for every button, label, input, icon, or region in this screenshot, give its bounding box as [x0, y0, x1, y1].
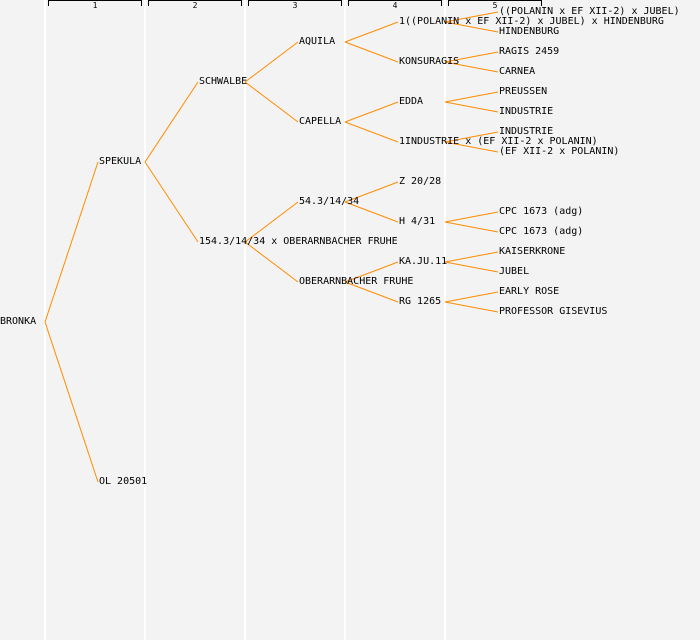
pedigree-link [144, 81, 199, 163]
pedigree-link [444, 301, 499, 313]
pedigree-link [444, 11, 499, 23]
pedigree-node[interactable]: H 4/31 [399, 216, 436, 227]
pedigree-link [344, 121, 399, 143]
generation-number: 2 [192, 1, 198, 10]
pedigree-link [344, 281, 399, 303]
pedigree-link [444, 211, 499, 223]
pedigree-link [444, 291, 499, 303]
pedigree-node[interactable]: CARNEA [499, 66, 536, 77]
column-divider [344, 0, 346, 640]
pedigree-link [344, 261, 399, 283]
pedigree-node[interactable]: OL 20501 [99, 476, 148, 487]
pedigree-node[interactable]: KA.JU.11 [399, 256, 448, 267]
pedigree-link [444, 141, 499, 153]
pedigree-node[interactable]: ((POLANIN x EF XII-2) x JUBEL) [499, 6, 680, 17]
pedigree-node[interactable]: CPC 1673 (adg) [499, 206, 584, 217]
generation-header-1: 1 [48, 0, 142, 10]
pedigree-link [444, 131, 499, 143]
pedigree-link [244, 201, 299, 243]
pedigree-node[interactable]: RG 1265 [399, 296, 442, 307]
pedigree-link [444, 51, 499, 63]
pedigree-node[interactable]: SCHWALBE [199, 76, 248, 87]
pedigree-node[interactable]: EARLY ROSE [499, 286, 560, 297]
pedigree-link [444, 91, 499, 103]
generation-number: 1 [92, 1, 98, 10]
pedigree-link [344, 21, 399, 43]
pedigree-link [444, 61, 499, 73]
pedigree-link [444, 221, 499, 233]
column-divider [244, 0, 246, 640]
pedigree-link [344, 101, 399, 123]
pedigree-node[interactable]: AQUILA [299, 36, 336, 47]
pedigree-link [444, 101, 499, 113]
pedigree-node[interactable]: CPC 1673 (adg) [499, 226, 584, 237]
column-divider [444, 0, 446, 640]
pedigree-node[interactable]: RAGIS 2459 [499, 46, 560, 57]
pedigree-link [344, 201, 399, 223]
pedigree-link [344, 41, 399, 63]
pedigree-link [244, 81, 299, 123]
pedigree-node[interactable]: 54.3/14/34 [299, 196, 360, 207]
generation-number: 3 [292, 1, 298, 10]
pedigree-node[interactable]: SPEKULA [99, 156, 142, 167]
pedigree-link [344, 181, 399, 203]
pedigree-link [444, 21, 499, 33]
pedigree-node[interactable]: Z 20/28 [399, 176, 442, 187]
pedigree-link [44, 321, 99, 483]
generation-header-2: 2 [148, 0, 242, 10]
pedigree-node[interactable]: (EF XII-2 x POLANIN) [499, 146, 620, 157]
pedigree-node[interactable]: OBERARNBACHER FRUHE [299, 276, 414, 287]
column-divider [44, 0, 46, 640]
pedigree-link [244, 41, 299, 83]
pedigree-link [244, 241, 299, 283]
generation-number: 5 [492, 1, 498, 10]
pedigree-node[interactable]: KAISERKRONE [499, 246, 566, 257]
pedigree-root[interactable]: BRONKA [0, 316, 37, 327]
pedigree-link [144, 161, 199, 243]
pedigree-link [444, 261, 499, 273]
generation-header-5: 5 [448, 0, 542, 10]
pedigree-node[interactable]: KONSURAGIS [399, 56, 460, 67]
generation-header-4: 4 [348, 0, 442, 10]
pedigree-link [444, 251, 499, 263]
pedigree-node[interactable]: CAPELLA [299, 116, 342, 127]
pedigree-node[interactable]: 154.3/14/34 x OBERARNBACHER FRUHE [199, 236, 398, 247]
pedigree-node[interactable]: PROFESSOR GISEVIUS [499, 306, 608, 317]
pedigree-node[interactable]: 1INDUSTRIE x (EF XII-2 x POLANIN) [399, 136, 598, 147]
pedigree-node[interactable]: 1((POLANIN x EF XII-2) x JUBEL) x HINDEN… [399, 16, 664, 27]
pedigree-node[interactable]: INDUSTRIE [499, 106, 554, 117]
generation-header-3: 3 [248, 0, 342, 10]
pedigree-node[interactable]: JUBEL [499, 266, 530, 277]
column-divider [144, 0, 146, 640]
pedigree-node[interactable]: EDDA [399, 96, 424, 107]
pedigree-link [44, 161, 99, 323]
generation-number: 4 [392, 1, 398, 10]
pedigree-node[interactable]: PREUSSEN [499, 86, 548, 97]
pedigree-node[interactable]: INDUSTRIE [499, 126, 554, 137]
pedigree-node[interactable]: HINDENBURG [499, 26, 560, 37]
